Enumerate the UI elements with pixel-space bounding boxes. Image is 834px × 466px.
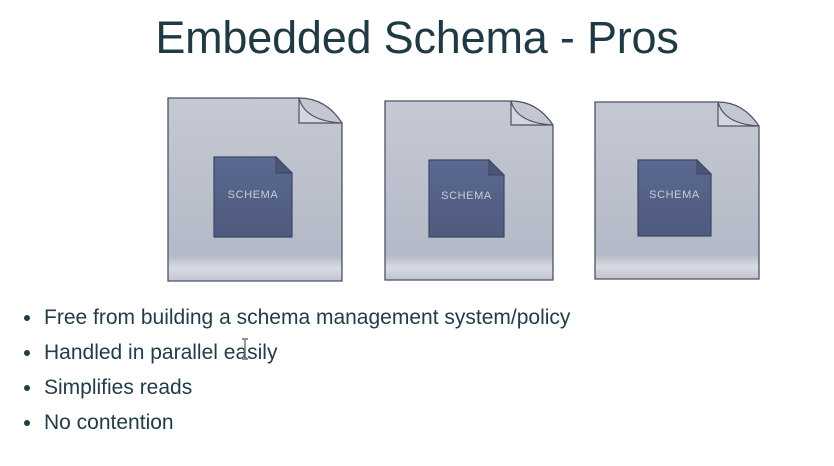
document-3-fold-icon — [717, 101, 760, 127]
document-2-schema-icon — [428, 159, 505, 238]
list-item: Free from building a schema management s… — [18, 300, 818, 335]
document-2: SCHEMA — [383, 98, 555, 284]
list-item: No contention — [18, 405, 818, 440]
document-1-schema-label: SCHEMA — [227, 189, 279, 201]
document-1-schema-icon — [213, 156, 293, 238]
document-1-schema-fold-icon — [275, 155, 294, 174]
list-item-label: Handled in parallel easily — [44, 341, 278, 364]
document-2-schema-fold-icon — [488, 158, 506, 176]
bullet-dot-icon — [24, 350, 30, 356]
list-item-label: Simplifies reads — [44, 376, 193, 399]
page-title: Embedded Schema - Pros — [155, 12, 679, 63]
document-1: SCHEMA — [166, 95, 344, 285]
list-item: Simplifies reads — [18, 370, 818, 405]
list-item: Handled in parallel easily — [18, 335, 818, 370]
document-3: SCHEMA — [593, 99, 761, 283]
document-2-schema-label: SCHEMA — [441, 190, 492, 202]
document-3-schema-fold-icon — [696, 158, 713, 175]
list-item-label: No contention — [44, 411, 174, 434]
bullet-list: Free from building a schema management s… — [18, 300, 818, 440]
list-item-label: Free from building a schema management s… — [44, 306, 571, 329]
document-1-fold-icon — [298, 97, 343, 124]
document-3-schema-icon — [637, 159, 712, 237]
bullet-dot-icon — [24, 385, 30, 391]
document-3-schema-label: SCHEMA — [649, 189, 700, 201]
bullet-dot-icon — [24, 420, 30, 426]
document-2-fold-icon — [510, 100, 554, 126]
bullet-dot-icon — [24, 315, 30, 321]
